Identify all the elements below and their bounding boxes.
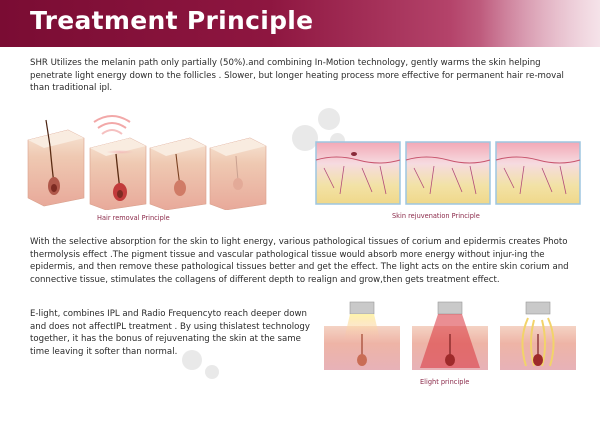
skin-rejuvenation-caption: Skin rejuvenation Principle bbox=[392, 212, 480, 220]
skin-block-2 bbox=[89, 137, 147, 210]
elight-panel-2 bbox=[412, 301, 488, 370]
intro-paragraph: SHR Utilizes the melanin path only parti… bbox=[30, 58, 564, 93]
rejuvenation-panel-1 bbox=[315, 141, 401, 205]
decor-bubble bbox=[318, 108, 340, 130]
decor-bubble bbox=[182, 350, 202, 370]
rejuvenation-panel-3 bbox=[495, 141, 581, 205]
decor-bubble bbox=[205, 365, 219, 379]
page-title: Treatment Principle bbox=[30, 6, 314, 35]
elight-paragraph: E-light, combines IPL and Radio Frequenc… bbox=[30, 309, 310, 357]
skin-block-4 bbox=[209, 137, 267, 210]
rejuvenation-panel-2 bbox=[405, 141, 491, 205]
elight-caption: Elight principle bbox=[420, 378, 470, 386]
header-banner: Treatment Principle bbox=[0, 0, 600, 47]
header-fade bbox=[480, 0, 600, 47]
elight-panel-1 bbox=[324, 301, 400, 370]
skin-block-3 bbox=[149, 137, 207, 210]
hair-removal-illustration bbox=[27, 115, 267, 210]
hair-removal-caption: Hair removal Principle bbox=[97, 214, 170, 222]
skin-rejuvenation-illustration bbox=[315, 141, 581, 205]
elight-panel-3 bbox=[500, 301, 576, 370]
elight-illustration bbox=[324, 301, 576, 370]
light-waves-icon bbox=[93, 115, 131, 135]
absorption-paragraph: With the selective absorption for the sk… bbox=[30, 237, 569, 285]
skin-block-1 bbox=[27, 119, 85, 207]
decor-bubble bbox=[292, 125, 318, 151]
